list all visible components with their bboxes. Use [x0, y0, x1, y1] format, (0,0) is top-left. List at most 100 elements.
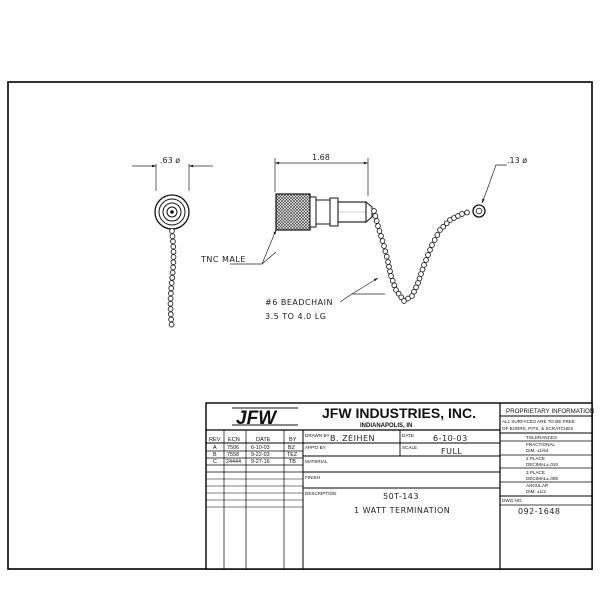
chain-bead: [169, 274, 176, 281]
chain-bead: [167, 311, 174, 318]
three-place-label: 3 PLACE: [526, 470, 545, 475]
chain-bead: [379, 238, 386, 244]
finish-label: FINISH: [305, 475, 320, 480]
fractional-label: FRACTIONAL: [526, 442, 556, 447]
chain-bead: [378, 233, 384, 239]
chain-bead: [170, 248, 177, 255]
chain-bead: [381, 243, 387, 249]
chain-bead: [386, 263, 392, 270]
tolerance-block: PROPRIETARY INFORMATION ALL SURFACES ARE…: [500, 408, 594, 516]
chain-bead: [388, 273, 394, 279]
three-place-value: DECIMAL±.005: [526, 476, 558, 481]
revision-table: REV ECN DATE BY A 7506 6-10-03 BZ B 7558…: [206, 430, 303, 569]
chain-bead: [391, 282, 398, 289]
chain-bead: [464, 209, 470, 216]
ecn-b: 7558: [227, 452, 239, 458]
by-b: TEZ: [287, 452, 298, 458]
title-block: JFW JFW INDUSTRIES, INC. INDIANAPOLIS, I…: [205, 402, 594, 570]
chain-bead: [431, 237, 438, 243]
side-bead-chain: [371, 208, 470, 304]
chain-bead: [434, 232, 441, 238]
company-city: INDIANAPOLIS, IN: [360, 423, 412, 429]
chain-bead: [168, 285, 175, 292]
ecn-c: 24444: [226, 459, 241, 465]
end-view-bead-chain: [167, 228, 177, 328]
beadchain-label: #6 BEADCHAIN: [265, 298, 333, 307]
jfw-logo: JFW: [232, 407, 298, 429]
by-header: BY: [289, 437, 297, 443]
chain-bead: [168, 316, 174, 323]
beadchain-length-label: 3.5 TO 4.0 LG: [265, 312, 326, 321]
knurled-coupling-nut: [275, 193, 311, 231]
chain-bead: [437, 227, 443, 233]
chain-bead: [421, 262, 427, 268]
chain-bead: [168, 290, 174, 297]
scale-label: SCALE: [402, 445, 417, 450]
company-name: JFW INDUSTRIES, INC.: [322, 405, 476, 421]
date-a: 6-10-03: [251, 445, 270, 451]
chain-bead: [427, 247, 433, 253]
body-length-dimension: 1.68: [312, 153, 330, 162]
end-view-diameter-dimension: .63 ø: [160, 156, 180, 165]
ecn-header: ECN: [228, 437, 240, 443]
ecn-a: 7506: [227, 445, 239, 451]
chain-bead: [389, 277, 396, 284]
by-c: TB: [289, 459, 296, 465]
chain-bead: [385, 259, 391, 265]
chain-bead: [398, 294, 405, 301]
material-label: MATERIAL: [305, 459, 328, 464]
chain-bead: [405, 295, 411, 302]
side-view: 1.68 TNC MALE .13 ø #6 BEADCHAIN 3.5 TO …: [200, 153, 527, 321]
description-line2: 1 WATT TERMINATION: [354, 506, 450, 515]
chain-bead: [170, 254, 177, 260]
drawn-by-value: B. ZEIHEN: [330, 434, 375, 443]
proprietary-line2: OF BURRS, PITS, & SCRATCHES: [502, 426, 573, 431]
chain-bead: [425, 252, 431, 258]
chain-bead: [169, 228, 175, 234]
chain-bead: [170, 243, 177, 250]
chain-bead: [168, 321, 175, 328]
date-header: DATE: [256, 437, 271, 443]
logo-text: JFW: [236, 408, 278, 429]
chain-bead: [373, 218, 380, 224]
chain-bead: [443, 220, 450, 227]
proprietary-line1: ALL SURFACES ARE TO BE FREE: [502, 419, 575, 424]
rev-b: B: [213, 452, 217, 458]
tolerances-title: TOLERANCES: [526, 435, 557, 440]
description-label: DESCRIPTION: [305, 491, 336, 496]
chain-bead: [167, 300, 174, 307]
drawn-by-label: DRAWN BY: [305, 433, 330, 438]
chain-bead: [383, 253, 390, 260]
proprietary-title: PROPRIETARY INFORMATION: [506, 408, 594, 415]
by-a: BZ: [288, 445, 296, 451]
angular-label: ANGULAR: [526, 483, 549, 488]
date-value: 6-10-03: [433, 434, 468, 443]
chain-bead: [376, 228, 383, 234]
chain-bead: [459, 211, 465, 217]
two-place-value: DECIMAL±.010: [526, 462, 558, 467]
chain-bead: [387, 268, 393, 275]
chain-bead: [393, 287, 399, 293]
fractional-value: DIM. ±1/64: [526, 448, 549, 453]
end-view: .63 ø: [132, 156, 213, 328]
tnc-male-label: TNC MALE: [200, 255, 246, 264]
chain-bead: [429, 242, 435, 248]
date-label: DATE: [402, 433, 414, 438]
chain-bead: [169, 269, 176, 276]
chain-bead: [375, 223, 381, 229]
dwg-no-label: DWG NO.: [502, 498, 523, 503]
scale-value: FULL: [441, 447, 462, 456]
chain-bead: [371, 208, 377, 214]
chain-bead: [423, 257, 429, 263]
appd-by-label: APP'D BY: [305, 445, 326, 450]
rev-a: A: [213, 445, 217, 451]
date-c: 9-27-16: [251, 459, 270, 465]
chain-bead: [372, 213, 379, 219]
rev-header: REV: [209, 437, 221, 443]
chain-bead: [170, 259, 177, 266]
chain-bead: [167, 306, 174, 312]
chain-bead: [170, 264, 176, 271]
date-b: 9-22-03: [251, 452, 270, 458]
chain-bead: [169, 233, 176, 240]
